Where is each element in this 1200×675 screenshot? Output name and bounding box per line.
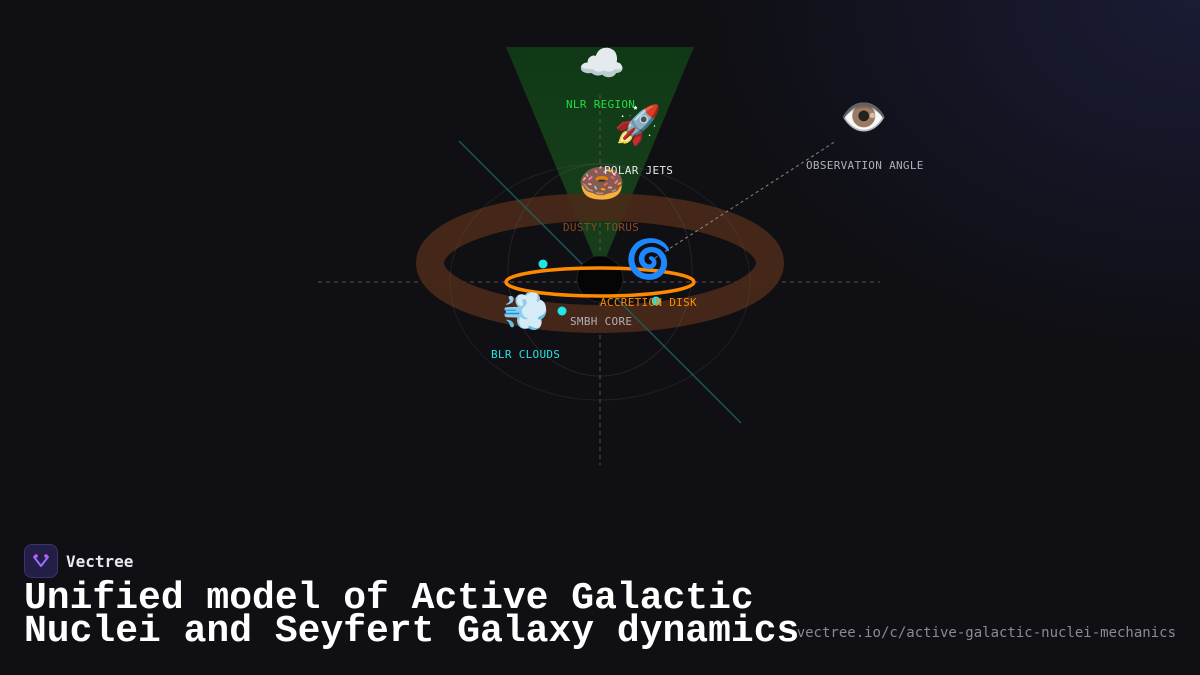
label-accretion-disk: ACCRETION DISK [600,296,697,309]
cyclone-icon: 🌀 [625,237,673,281]
label-dusty-torus: DUSTY TORUS [563,221,640,234]
accretion-disk [504,266,696,298]
blr-cloud-dot [651,296,661,306]
dusty-torus [416,193,784,333]
label-nlr-region: NLR REGION [566,98,636,111]
vectree-logo-mark [33,554,49,567]
orbit-ring-outer [449,163,751,401]
cloud-icon: ☁️ [578,41,626,85]
donut-icon: 🍩 [578,161,626,205]
brand-name: Vectree [66,551,134,571]
page-title: Unified model of Active Galactic Nuclei … [24,577,800,653]
label-polar-jets: POLAR JETS [604,164,674,177]
eye-icon: 👁️ [840,95,888,139]
label-smbh-core: SMBH CORE [570,315,633,328]
orbit-ring-inner [507,163,693,377]
page-url[interactable]: vectree.io/c/active-galactic-nuclei-mech… [796,625,1176,641]
dash-cloud-icon: 💨 [502,289,550,333]
vectree-logo-icon [24,544,58,578]
brand: Vectree [24,544,133,578]
label-blr-clouds: BLR CLOUDS [491,348,561,361]
blr-cloud-dot [538,259,548,269]
label-observation-angle: OBSERVATION ANGLE [806,159,924,172]
blr-cloud-dot [557,306,567,316]
rocket-icon: 🚀 [614,103,662,147]
